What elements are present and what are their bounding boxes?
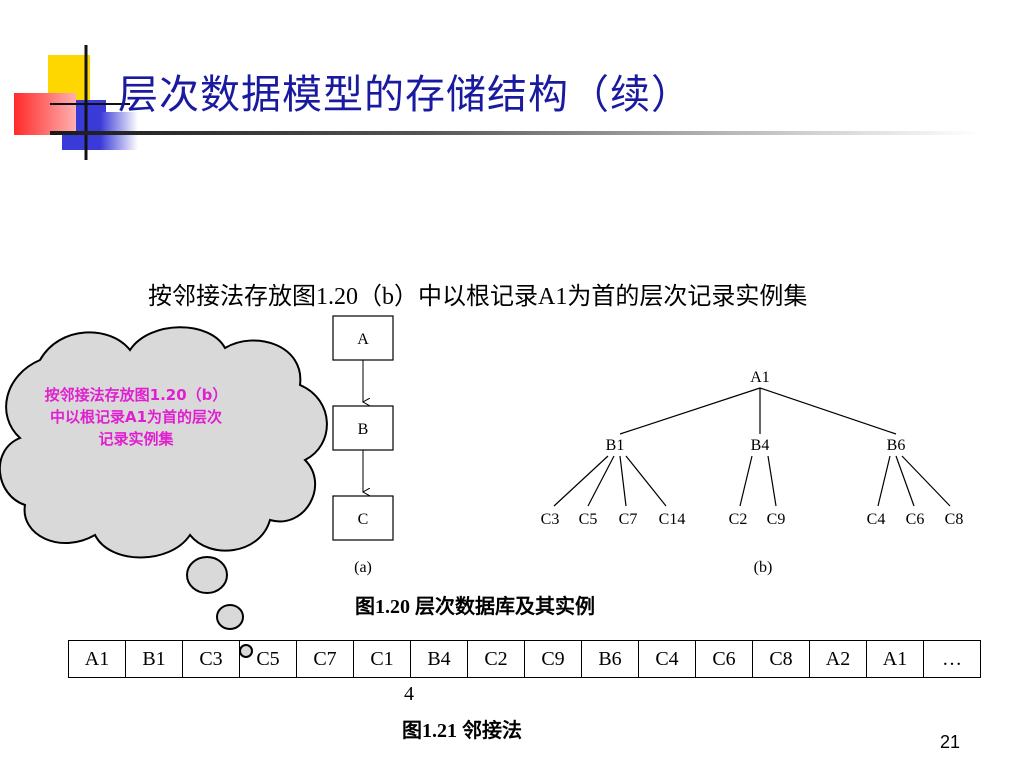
edge-b1-c3 <box>553 455 609 507</box>
node-c6: C6 <box>906 511 925 528</box>
schema-box-c <box>332 495 394 541</box>
figure-b-caption: (b) <box>754 559 773 576</box>
sequence-cell: C9 <box>524 640 582 678</box>
edge-b1-c7 <box>619 455 627 507</box>
node-b1: B1 <box>606 437 625 454</box>
figure-b-tree: A1 B1 B4 B6 C3 C5 C7 C14 C2 C9 C4 C6 C8 … <box>541 369 964 576</box>
sequence-cell: … <box>923 640 981 678</box>
node-c3: C3 <box>541 511 560 528</box>
sequence-cell: A1 <box>866 640 924 678</box>
adjacency-sequence: A1 B1 C3 C5 C7 C1 B4 C2 C9 B6 C4 C6 C8 A… <box>68 640 981 678</box>
thought-bubble-medium <box>216 604 244 630</box>
title-decoration <box>14 45 138 160</box>
schema-label-b: B <box>358 421 369 438</box>
title-underline <box>50 131 980 135</box>
node-c5: C5 <box>579 511 598 528</box>
deco-red-square <box>14 93 76 135</box>
sequence-row: A1 B1 C3 C5 C7 C1 B4 C2 C9 B6 C4 C6 C8 A… <box>68 640 981 678</box>
sequence-cell: C6 <box>695 640 753 678</box>
node-c2: C2 <box>729 511 748 528</box>
sequence-cell: C8 <box>752 640 810 678</box>
schema-label-a: A <box>357 331 369 348</box>
callout-cloud <box>0 326 328 658</box>
cell-overflow-digit: 4 <box>404 683 414 705</box>
slide-title: 层次数据模型的存储结构（续） <box>118 72 692 118</box>
thought-bubble-large <box>186 556 228 594</box>
sequence-cell: C3 <box>182 640 240 678</box>
slide-subtitle: 按邻接法存放图1.20（b）中以根记录A1为首的层次记录实例集 <box>148 284 808 310</box>
schema-label-c: C <box>358 511 369 528</box>
edge-b1-c14 <box>625 455 667 507</box>
node-c4: C4 <box>867 511 886 528</box>
callout-line-1: 按邻接法存放图1.20（b） <box>44 386 228 404</box>
edge-b4-c9 <box>767 455 777 507</box>
sequence-cell: C5 <box>239 640 297 678</box>
figure-1-21-caption: 图1.21 邻接法 <box>402 720 522 742</box>
sequence-cell: C1 <box>353 640 411 678</box>
sequence-cell: A2 <box>809 640 867 678</box>
sequence-cell: B4 <box>410 640 468 678</box>
sequence-cell: B6 <box>581 640 639 678</box>
sequence-cell: A1 <box>68 640 126 678</box>
callout-line-2: 中以根记录A1为首的层次 <box>49 408 223 426</box>
cloud-shape <box>0 326 328 559</box>
node-c9: C9 <box>767 511 786 528</box>
edge-b6-c6 <box>895 455 915 507</box>
node-c14: C14 <box>659 511 686 528</box>
node-b4: B4 <box>751 437 770 454</box>
edge-b6-c8 <box>901 455 951 507</box>
sequence-cell: C7 <box>296 640 354 678</box>
edge-b4-c2 <box>739 455 753 507</box>
edge-b1-c5 <box>587 455 615 507</box>
sequence-cell: C4 <box>638 640 696 678</box>
figure-1-20-caption: 图1.20 层次数据库及其实例 <box>355 596 595 618</box>
figure-a-caption: (a) <box>354 559 372 576</box>
schema-box-b <box>332 405 394 451</box>
edge-b6-c4 <box>877 455 891 507</box>
figure-a-schema: A B C (a) <box>332 315 394 576</box>
sequence-cell: C2 <box>467 640 525 678</box>
callout-line-3: 记录实例集 <box>98 430 174 448</box>
edge-a1-b6 <box>759 387 897 435</box>
edge-a1-b1 <box>619 387 761 435</box>
node-a1: A1 <box>750 369 770 386</box>
callout-text: 按邻接法存放图1.20（b） 中以根记录A1为首的层次 记录实例集 <box>2 384 270 450</box>
sequence-cell: B1 <box>125 640 183 678</box>
node-c7: C7 <box>619 511 638 528</box>
node-c8: C8 <box>945 511 964 528</box>
node-b6: B6 <box>887 437 906 454</box>
page-number: 21 <box>940 732 961 752</box>
schema-box-a <box>332 315 394 361</box>
